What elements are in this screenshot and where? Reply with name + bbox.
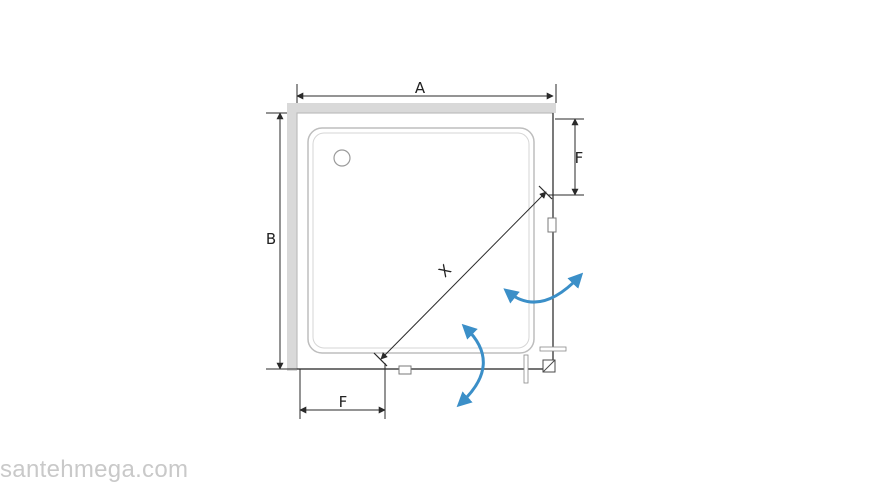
swing-arrow-icon bbox=[503, 272, 584, 304]
dimension-b-label: B bbox=[266, 230, 276, 248]
dimension-x-line bbox=[380, 191, 547, 360]
dimension-f-bottom-label: F bbox=[339, 393, 348, 411]
dimension-f-right-label: F bbox=[575, 149, 584, 167]
dimension-x-label: X bbox=[435, 261, 455, 281]
drain-icon bbox=[333, 149, 351, 167]
hinge-icon bbox=[523, 346, 567, 384]
enclosure-outline bbox=[296, 112, 554, 370]
door-handle-icon bbox=[398, 365, 412, 375]
door-handle-icon bbox=[547, 217, 557, 233]
watermark-text: santehmega.com bbox=[0, 456, 189, 483]
back-wall bbox=[287, 103, 556, 113]
swing-arrow-icon bbox=[456, 323, 485, 408]
dimension-x-tick-top bbox=[538, 185, 553, 200]
side-wall bbox=[287, 103, 297, 371]
shower-tray-outer bbox=[307, 127, 535, 354]
dimension-x-tick-bottom bbox=[373, 352, 388, 367]
dimension-a-label: A bbox=[415, 79, 426, 97]
